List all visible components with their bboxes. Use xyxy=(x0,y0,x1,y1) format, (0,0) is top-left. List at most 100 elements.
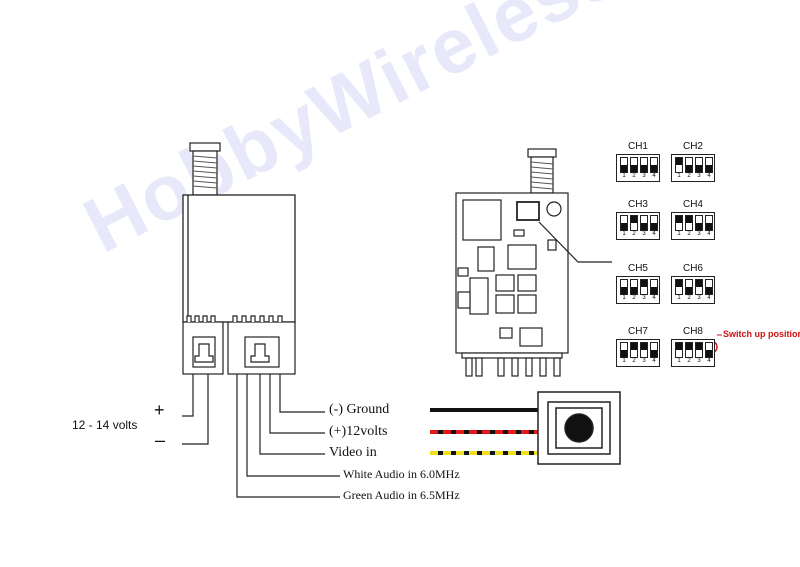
dip-toggle xyxy=(685,342,693,358)
toggle-up xyxy=(641,280,647,287)
dip-toggle xyxy=(650,215,658,231)
toggle-down xyxy=(706,165,712,172)
label-green-audio: Green Audio in 6.5MHz xyxy=(343,488,460,502)
dip-number: 2 xyxy=(632,295,636,301)
dip-toggle xyxy=(630,215,638,231)
toggle-down xyxy=(706,350,712,357)
dip-toggle xyxy=(695,279,703,295)
toggle-up xyxy=(696,280,702,287)
dip-toggle xyxy=(675,279,683,295)
dip-number: 1 xyxy=(677,231,681,237)
dip-toggle xyxy=(695,157,703,173)
label-white-audio: White Audio in 6.0MHz xyxy=(343,467,460,481)
transmitter-body-left xyxy=(182,194,296,323)
dip-toggle xyxy=(675,342,683,358)
dip-number: 1 xyxy=(622,295,626,301)
dip-toggle xyxy=(675,215,683,231)
dip-number: 3 xyxy=(642,231,646,237)
dip-number: 4 xyxy=(707,295,711,301)
dip-toggle xyxy=(640,215,648,231)
dip-toggle xyxy=(630,279,638,295)
toggle-down xyxy=(621,223,627,230)
dip-toggle xyxy=(620,157,628,173)
toggle-down xyxy=(621,287,627,294)
toggle-up xyxy=(631,343,637,350)
dip-toggle xyxy=(695,215,703,231)
toggle-down xyxy=(686,287,692,294)
dip-number: 4 xyxy=(652,358,656,364)
dip-toggle xyxy=(650,279,658,295)
dip-number: 2 xyxy=(687,358,691,364)
dip-toggle xyxy=(705,342,713,358)
dip-toggle xyxy=(620,215,628,231)
label-video: Video in xyxy=(329,445,377,460)
dip-toggle xyxy=(705,215,713,231)
toggle-down xyxy=(651,287,657,294)
switch-note: Switch up position xyxy=(723,329,800,339)
dip-label: CH3 xyxy=(627,199,648,210)
label-ground: (-) Ground xyxy=(329,402,390,417)
dip-toggle xyxy=(630,157,638,173)
dip-toggle xyxy=(640,157,648,173)
dip-toggle xyxy=(705,157,713,173)
pin-leads-left xyxy=(182,374,340,498)
connector-right xyxy=(227,315,296,375)
toggle-up xyxy=(696,343,702,350)
dip-label: CH5 xyxy=(627,263,648,274)
toggle-up xyxy=(686,343,692,350)
toggle-down xyxy=(631,287,637,294)
toggle-up xyxy=(641,343,647,350)
dip-number: 2 xyxy=(687,173,691,179)
toggle-up xyxy=(631,216,637,223)
pcb-board xyxy=(455,192,569,354)
dip-toggle xyxy=(685,157,693,173)
dip-label: CH6 xyxy=(682,263,703,274)
power-minus: – xyxy=(155,430,166,450)
antenna-connector-left xyxy=(189,142,221,196)
dip-number: 1 xyxy=(677,173,681,179)
toggle-up xyxy=(686,216,692,223)
toggle-down xyxy=(621,350,627,357)
dip-number: 1 xyxy=(622,358,626,364)
dip-toggle xyxy=(650,157,658,173)
dip-number: 3 xyxy=(697,295,701,301)
dip-number: 4 xyxy=(652,295,656,301)
toggle-down xyxy=(621,165,627,172)
dip-number: 3 xyxy=(697,173,701,179)
dip-label: CH1 xyxy=(627,141,648,152)
dip-label: CH7 xyxy=(627,326,648,337)
power-range: 12 - 14 volts xyxy=(72,418,138,432)
dip-number: 4 xyxy=(652,173,656,179)
camera xyxy=(537,391,621,465)
dip-number: 1 xyxy=(677,295,681,301)
toggle-down xyxy=(696,165,702,172)
toggle-down xyxy=(706,223,712,230)
dip-switch-pointer xyxy=(538,221,612,263)
dip-number: 4 xyxy=(707,173,711,179)
dip-toggle xyxy=(685,279,693,295)
dip-number: 3 xyxy=(642,173,646,179)
toggle-down xyxy=(651,165,657,172)
toggle-down xyxy=(696,223,702,230)
dip-number: 3 xyxy=(697,231,701,237)
dip-toggle xyxy=(640,342,648,358)
dip-number: 2 xyxy=(632,173,636,179)
dip-toggle xyxy=(695,342,703,358)
power-plus: + xyxy=(154,400,165,420)
